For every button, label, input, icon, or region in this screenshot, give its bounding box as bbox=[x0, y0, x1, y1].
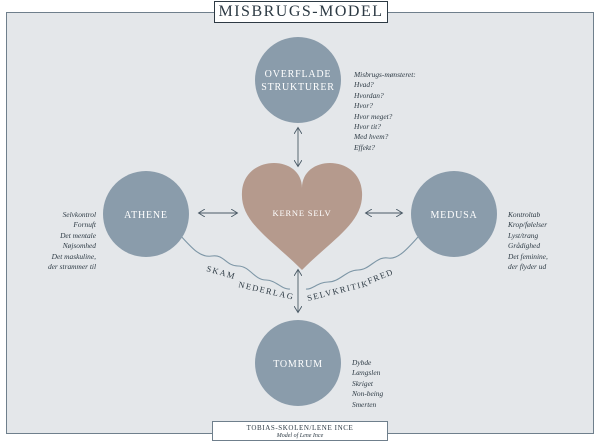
note-bottom-line: Dybde bbox=[352, 358, 372, 367]
note-top: Misbrugs-mønsteret: Hvad? Hvordan? Hvor?… bbox=[354, 70, 416, 153]
note-right-line: Krop/følelser bbox=[508, 220, 548, 230]
note-top-line: Hvordan? bbox=[354, 90, 384, 100]
note-right-line: Kontroltab bbox=[508, 210, 541, 219]
footer-credit: TOBIAS-SKOLEN/LENE INCE Model of Lene In… bbox=[212, 421, 388, 441]
diagram-title: MISBRUGS-MODEL bbox=[214, 1, 388, 23]
note-right: Kontroltab Krop/følelser Lyst/trang Gråd… bbox=[508, 210, 548, 272]
note-right-line: Grådighed bbox=[508, 241, 541, 251]
node-label-top-line2: STRUKTURER bbox=[261, 82, 335, 93]
footer-main: TOBIAS-SKOLEN/LENE INCE bbox=[246, 424, 354, 432]
note-left-line: Det maskuline, bbox=[51, 251, 96, 261]
note-left-line: Nøjsomhed bbox=[62, 241, 96, 251]
node-athene bbox=[103, 171, 189, 257]
note-top-line: Effekt? bbox=[354, 142, 375, 152]
wave-line-left bbox=[179, 234, 291, 290]
note-top-line: Hvor meget? bbox=[354, 111, 393, 121]
node-label-bottom: TOMRUM bbox=[273, 359, 323, 370]
node-label-right: MEDUSA bbox=[430, 210, 477, 221]
footer-sub: Model of Lene Ince bbox=[276, 433, 324, 439]
note-top-line: Hvad? bbox=[354, 80, 374, 90]
note-top-line: Hvor tit? bbox=[354, 122, 381, 132]
wave-label-fred: FRED bbox=[366, 266, 395, 286]
note-left-line: Selvkontrol bbox=[62, 210, 96, 219]
note-top-line: Hvor? bbox=[354, 101, 373, 111]
note-left-line: Det mentale bbox=[60, 230, 96, 240]
node-medusa bbox=[411, 171, 497, 257]
note-right-line: Det feminine, bbox=[508, 251, 548, 261]
note-left-line: Fornuft bbox=[73, 220, 96, 230]
note-bottom-line: Skriget bbox=[352, 378, 373, 388]
heart-kerne-selv bbox=[241, 162, 363, 270]
note-top-line: Misbrugs-mønsteret: bbox=[354, 70, 416, 79]
note-bottom: Dybde Længslen Skriget Non-being Smerten bbox=[352, 358, 383, 410]
node-label-top-line1: OVERFLADE bbox=[265, 69, 332, 80]
note-left-line: der strammer til bbox=[47, 262, 96, 272]
wave-label-nederlag: NEDERLAG bbox=[238, 279, 296, 302]
note-bottom-line: Længslen bbox=[352, 368, 381, 378]
node-tomrum bbox=[255, 320, 341, 406]
wave-line-right bbox=[305, 236, 419, 290]
wave-label-skam: SKAM bbox=[205, 263, 237, 281]
note-bottom-line: Non-being bbox=[352, 389, 384, 399]
heart-label: KERNE SELV bbox=[273, 208, 332, 218]
note-top-line: Med hvem? bbox=[354, 132, 389, 142]
note-left: Selvkontrol Fornuft Det mentale Nøjsomhe… bbox=[34, 210, 96, 272]
note-right-line: der flyder ud bbox=[508, 262, 547, 272]
wave-label-selvkritik: SELVKRITIK bbox=[306, 278, 370, 303]
node-label-left: ATHENE bbox=[124, 210, 168, 221]
note-right-line: Lyst/trang bbox=[508, 230, 539, 240]
note-bottom-line: Smerten bbox=[352, 399, 377, 409]
node-overflade-strukturer bbox=[255, 37, 341, 123]
